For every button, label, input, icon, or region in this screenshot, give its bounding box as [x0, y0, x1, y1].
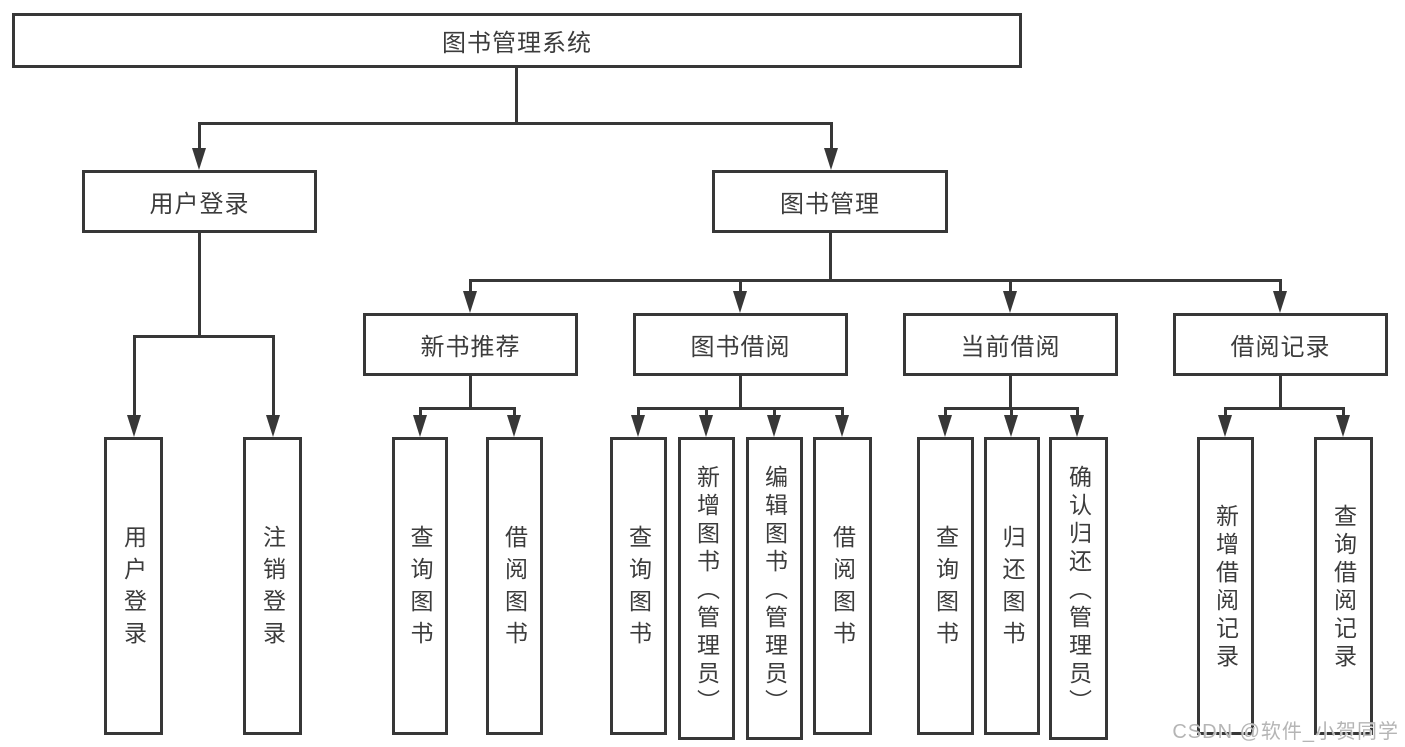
connector-arrowhead [127, 415, 141, 437]
node-label: 用户登录 [120, 525, 147, 653]
connector-line [1076, 407, 1079, 419]
connector-line [637, 407, 640, 419]
connector-line [198, 122, 201, 152]
connector-line [1342, 407, 1345, 419]
leaf-borrow-books-recommend: 借阅图书 [486, 437, 543, 735]
node-label: 图书管理 [780, 191, 880, 218]
leaf-query-books-current: 查询图书 [917, 437, 974, 735]
node-label: 新书推荐 [420, 334, 521, 361]
node-label: 借阅记录 [1230, 334, 1331, 361]
connector-line [198, 233, 201, 335]
connector-line [513, 407, 516, 419]
connector-line [944, 407, 947, 419]
connector-arrowhead [507, 415, 521, 437]
node-label: 归还图书 [999, 525, 1025, 653]
node-label: 图书借阅 [690, 334, 791, 361]
leaf-add-books-admin: 新增图书（管理员） [678, 437, 735, 740]
node-new-book-recommend: 新书推荐 [363, 313, 578, 376]
connector-line [469, 376, 472, 407]
node-label: 借阅图书 [501, 525, 528, 653]
node-label: 新增图书（管理员） [693, 464, 720, 717]
node-label: 查询图书 [625, 525, 652, 653]
connector-line [1279, 376, 1282, 407]
connector-line [773, 407, 776, 419]
connector-arrowhead [1003, 291, 1017, 313]
node-book-borrowing: 图书借阅 [633, 313, 848, 376]
node-user-login: 用户登录 [82, 170, 317, 233]
node-label: 查询图书 [932, 525, 959, 653]
node-label: 图书管理系统 [442, 30, 592, 57]
connector-arrowhead [1070, 415, 1084, 437]
connector-line [419, 407, 422, 419]
connector-line [637, 407, 843, 410]
connector-arrowhead [266, 415, 280, 437]
connector-arrowhead [192, 148, 206, 170]
node-label: 确认归还（管理员） [1065, 464, 1092, 717]
node-label: 查询图书 [407, 525, 433, 653]
leaf-user-login: 用户登录 [104, 437, 163, 735]
leaf-query-books-borrow: 查询图书 [610, 437, 667, 735]
node-label: 借阅图书 [829, 525, 856, 653]
connector-line [419, 407, 516, 410]
connector-line [198, 122, 832, 125]
connector-line [705, 407, 708, 419]
node-label: 当前借阅 [960, 334, 1061, 361]
connector-line [739, 279, 742, 295]
connector-arrowhead [835, 415, 849, 437]
watermark: CSDN @软件_小贺同学 [1172, 721, 1399, 743]
connector-line [1224, 407, 1227, 419]
connector-line [1224, 407, 1344, 410]
connector-line [1010, 407, 1013, 419]
connector-arrowhead [1273, 291, 1287, 313]
connector-line [829, 233, 832, 279]
node-borrowing-records: 借阅记录 [1173, 313, 1388, 376]
connector-arrowhead [413, 415, 427, 437]
connector-arrowhead [631, 415, 645, 437]
connector-line [133, 335, 136, 419]
leaf-edit-books-admin: 编辑图书（管理员） [746, 437, 803, 740]
connector-arrowhead [463, 291, 477, 313]
node-label: 新增借阅记录 [1212, 504, 1239, 672]
connector-line [830, 122, 833, 152]
connector-line [469, 279, 1282, 282]
connector-arrowhead [1218, 415, 1232, 437]
leaf-query-borrow-record: 查询借阅记录 [1314, 437, 1373, 735]
node-label: 查询借阅记录 [1330, 504, 1357, 672]
connector-line [1009, 279, 1012, 295]
connector-line [841, 407, 844, 419]
connector-line [515, 68, 518, 122]
node-label: 用户登录 [149, 191, 250, 218]
connector-arrowhead [1336, 415, 1350, 437]
connector-line [272, 335, 275, 419]
leaf-logout: 注销登录 [243, 437, 302, 735]
node-label: 注销登录 [259, 525, 286, 653]
leaf-query-books-recommend: 查询图书 [392, 437, 448, 735]
leaf-confirm-return-admin: 确认归还（管理员） [1049, 437, 1108, 740]
leaf-add-borrow-record: 新增借阅记录 [1197, 437, 1254, 735]
connector-line [133, 335, 274, 338]
leaf-return-books: 归还图书 [984, 437, 1040, 735]
connector-arrowhead [733, 291, 747, 313]
connector-arrowhead [1004, 415, 1018, 437]
connector-line [739, 376, 742, 407]
connector-arrowhead [938, 415, 952, 437]
connector-line [469, 279, 472, 295]
leaf-borrow-books: 借阅图书 [813, 437, 872, 735]
connector-arrowhead [824, 148, 838, 170]
node-book-management: 图书管理 [712, 170, 948, 233]
node-current-borrowing: 当前借阅 [903, 313, 1118, 376]
connector-line [1279, 279, 1282, 295]
connector-arrowhead [699, 415, 713, 437]
node-label: 编辑图书（管理员） [761, 464, 788, 717]
node-library-management-system: 图书管理系统 [12, 13, 1022, 68]
connector-arrowhead [767, 415, 781, 437]
connector-line [1009, 376, 1012, 407]
